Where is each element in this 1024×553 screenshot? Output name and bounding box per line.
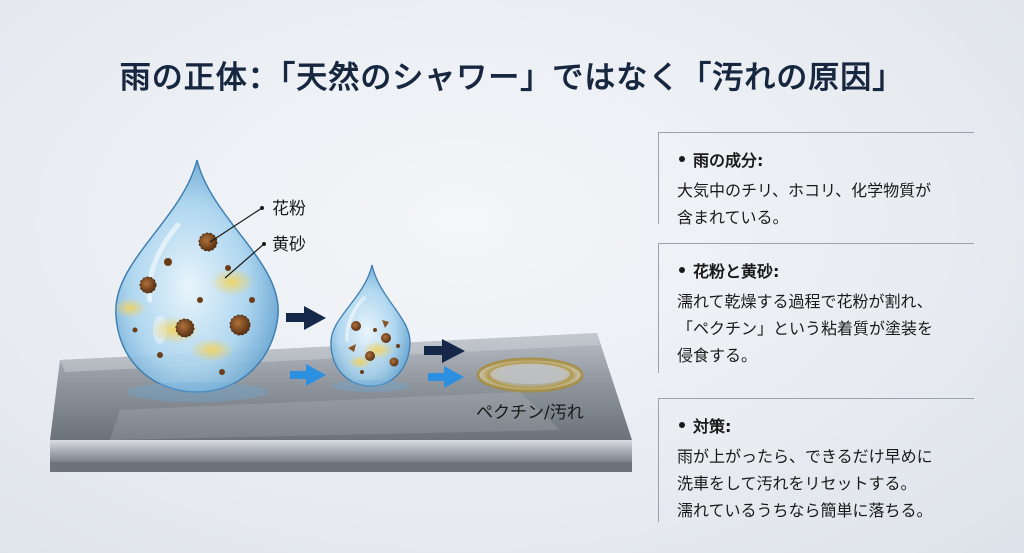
pectin-stain-ring [476,357,584,393]
panel-heading: 雨の成分: [693,151,764,170]
panel-heading: 対策: [693,417,732,436]
bullet-icon [679,156,685,162]
panel-heading: 花粉と黄砂: [693,262,780,281]
panel-countermeasure: 対策: 雨が上がったら、できるだけ早めに 洗車をして汚れをリセットする。 濡れて… [658,398,974,522]
arrow-light-2 [428,366,464,388]
rain-illustration: 花粉 黄砂 ペクチン/汚れ [50,159,632,472]
pectin-stain-label: ペクチン/汚れ [476,403,584,423]
panel-body: 雨が上がったら、できるだけ早めに 洗車をして汚れをリセットする。 濡れているうち… [677,447,933,520]
bullet-icon [679,267,685,273]
arrow-dark-2 [424,339,465,363]
page-title: 雨の正体：「天然のシャワー」ではなく「汚れの原因」 [119,60,905,96]
panel-body: 大気中のチリ、ホコリ、化学物質が 含まれている。 [677,181,932,227]
arrow-dark-1 [286,306,326,330]
label-leaders [209,206,266,279]
panel-body: 濡れて乾燥する過程で花粉が割れ、 「ペクチン」という粘着質が塗装を 侵食する。 [677,292,934,365]
small-raindrop [330,264,411,392]
large-raindrop [114,159,279,402]
panel-rain-composition: 雨の成分: 大気中のチリ、ホコリ、化学物質が 含まれている。 [658,132,974,227]
bullet-icon [679,422,685,428]
panel-pollen-and-sand: 花粉と黄砂: 濡れて乾燥する過程で花粉が割れ、 「ペクチン」という粘着質が塗装を… [658,243,974,373]
yellow-sand-label: 黄砂 [272,235,306,255]
pollen-label: 花粉 [272,199,306,219]
arrow-light-1 [290,364,326,386]
